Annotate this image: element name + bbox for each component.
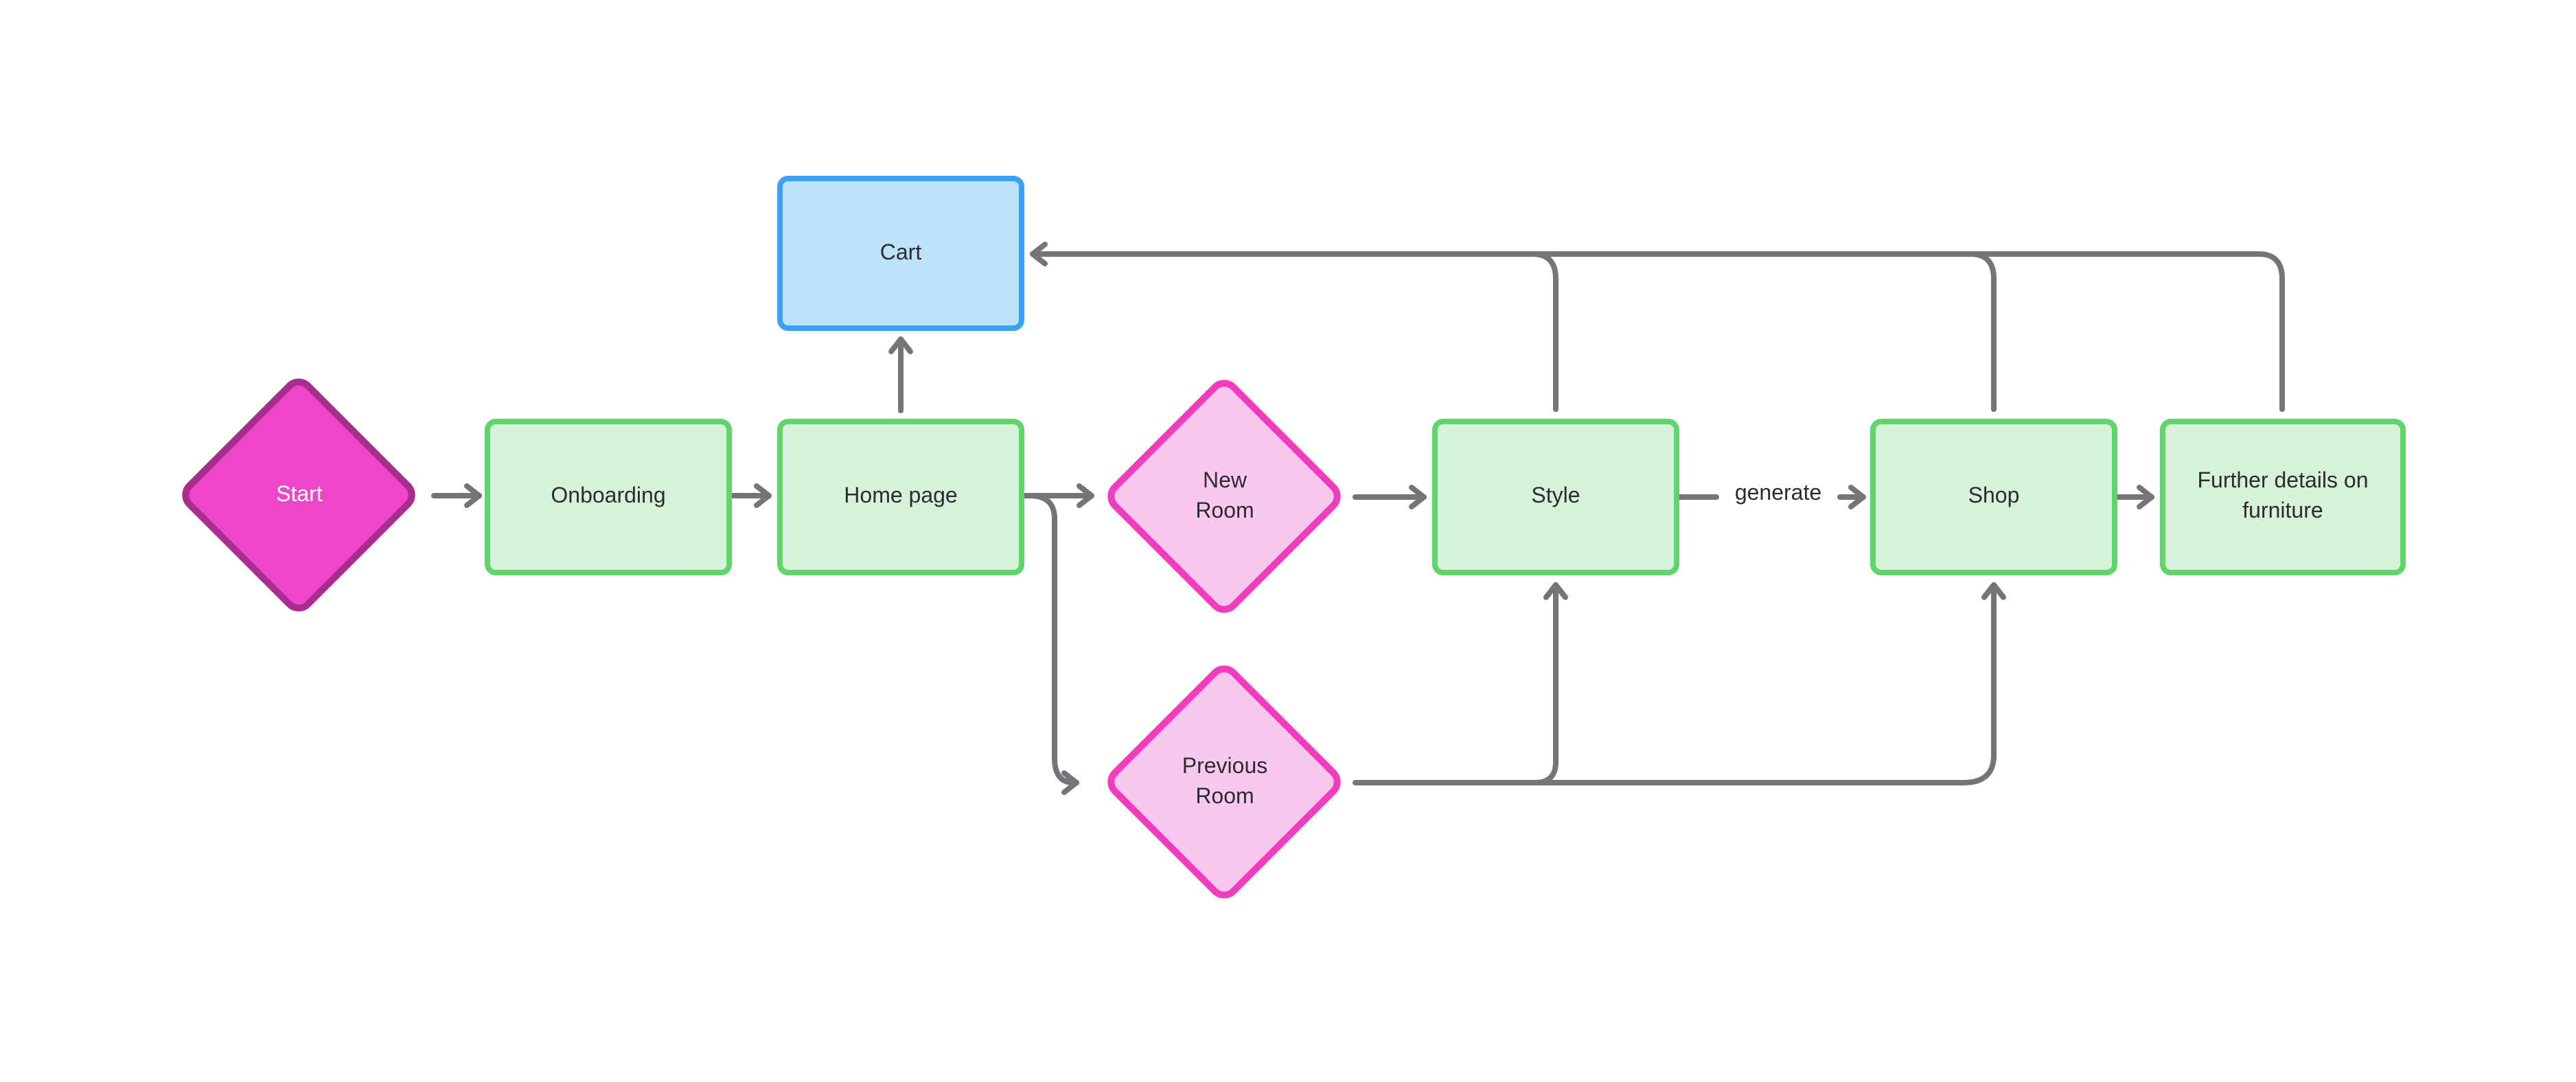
new-room-label-wrap: New Room [1101,373,1348,621]
home-page-label: Home page [844,485,958,509]
edge-label-generate: generate [1734,482,1822,505]
edge-further-details-to-cart [1030,242,2285,412]
edge-style-to-cart-merge [1530,251,1559,412]
node-further-details[interactable]: Further details on furniture [2160,419,2406,575]
start-label: Start [276,483,323,507]
node-onboarding[interactable]: Onboarding [485,419,732,575]
cart-label: Cart [879,241,922,265]
edge-home-to-previous-room [1022,493,1079,795]
edge-shop-to-cart-merge [1968,251,1997,412]
start-label-wrap: Start [176,372,423,619]
previous-room-label-wrap: Previous Room [1101,659,1348,906]
node-home-page[interactable]: Home page [777,419,1024,575]
node-shop[interactable]: Shop [1870,419,2117,575]
new-room-label: New Room [1195,470,1254,523]
further-details-label: Further details on furniture [2197,470,2369,523]
style-label: Style [1531,485,1580,509]
onboarding-label: Onboarding [551,485,666,509]
node-new-room[interactable]: New Room [1101,373,1348,621]
node-previous-room[interactable]: Previous Room [1101,658,1348,906]
shop-label: Shop [1968,485,2020,509]
node-style[interactable]: Style [1432,419,1679,575]
edge-previous-room-to-style [1532,582,1568,785]
node-start[interactable]: Start [175,371,423,619]
edge-previous-room-to-shop [1353,582,2006,785]
previous-room-label: Previous Room [1182,755,1268,809]
node-cart[interactable]: Cart [777,176,1024,331]
